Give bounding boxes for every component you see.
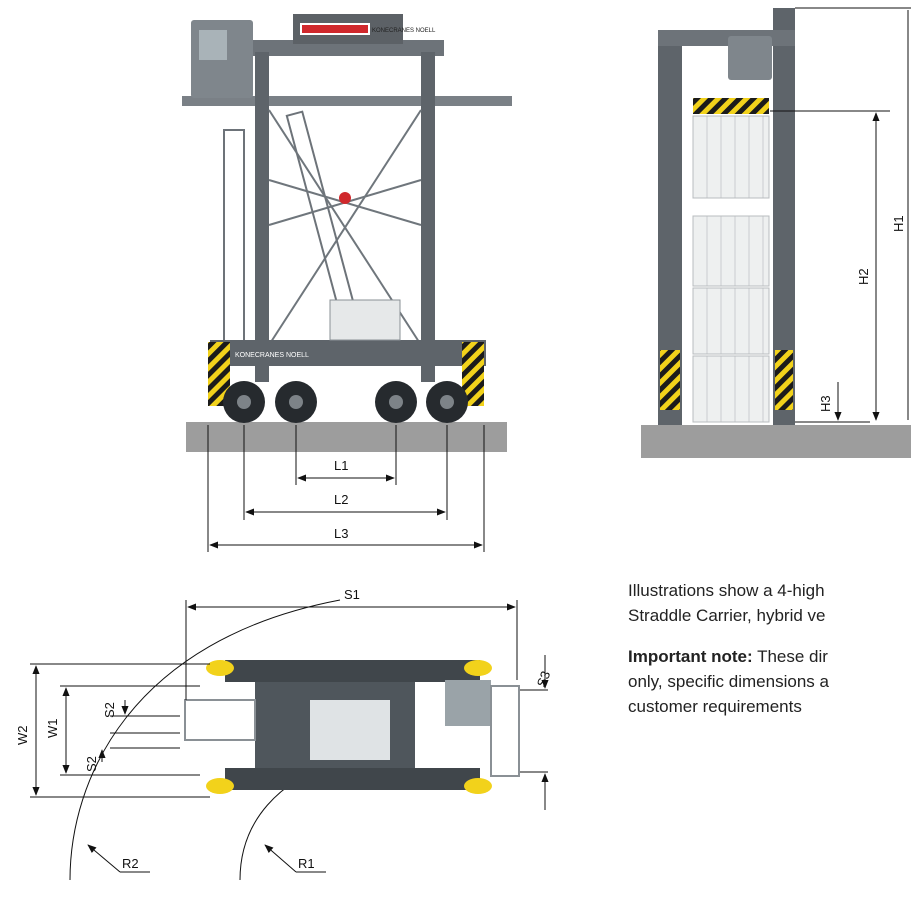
hazard-bumper [206,660,234,676]
illustration-note: Illustrations show a 4-high Straddle Car… [628,578,911,628]
label-s2-upper: S2 [102,702,117,718]
label-l3: L3 [334,526,348,541]
top-view: S1 W2 W1 S2 S2 S3 R2 R1 [15,587,554,881]
cabin-window [199,30,227,60]
important-note-text-1: These dir [752,647,828,666]
label-h2: H2 [856,268,871,285]
label-h3: H3 [818,395,833,412]
turning-radius-r2 [69,599,341,881]
ground-slab [641,425,911,458]
important-note-text-3: customer requirements [628,697,802,716]
chassis [210,340,486,366]
wheel-group [223,381,468,423]
label-h1: H1 [891,215,906,232]
label-r2: R2 [122,856,139,871]
side-hazard-left [660,350,680,410]
brand-stripe [302,25,368,33]
chassis-brand-text: KONECRANES NOELL [235,352,309,359]
label-s3: S3 [534,669,554,689]
side-leg-right [773,8,795,425]
label-w1: W1 [45,719,60,739]
label-s2-lower: S2 [84,756,99,772]
ladder-diagonal [285,110,361,330]
container-4 [692,355,770,423]
important-note-label: Important note: [628,647,753,666]
hazard-bumper [464,660,492,676]
right-leg [421,52,435,382]
important-note-text-2: only, specific dimensions a [628,672,829,691]
side-top-girder [658,30,795,46]
hazard-left [208,342,230,406]
label-w2: W2 [15,726,30,746]
container-2 [692,215,770,287]
top-engine [310,700,390,760]
ladder-left [223,129,245,351]
label-r1: R1 [298,856,315,871]
container-3 [692,287,770,355]
spreader-right [490,685,520,777]
side-view: H2 H1 H3 [641,7,911,458]
caption-line-2: Straddle Carrier, hybrid ve [628,606,826,625]
generator [329,299,401,341]
bracing-hub [339,192,351,204]
caption-block: Illustrations show a 4-high Straddle Car… [628,578,911,735]
caption-line-1: Illustrations show a 4-high [628,581,825,600]
side-cabin [728,36,772,80]
side-hazard-right [775,350,793,410]
label-l2: L2 [334,492,348,507]
cabin-brand-text: KONECRANES NOELL [372,28,436,34]
spreader [693,98,769,114]
hazard-bumper [206,778,234,794]
ground-slab [186,422,507,452]
spreader-left [184,699,256,741]
top-beam-upper [225,660,480,682]
front-view: KONECRANES NOELL KONECRANES NOELL [182,14,512,552]
label-s1: S1 [344,587,360,602]
container-1 [692,115,770,199]
top-cabin [445,680,491,726]
hazard-bumper [464,778,492,794]
label-l1: L1 [334,458,348,473]
left-leg [255,52,269,382]
hazard-right [462,342,484,406]
boom [182,96,512,106]
top-beam-lower [225,768,480,790]
important-note: Important note: These dir only, specific… [628,644,911,719]
